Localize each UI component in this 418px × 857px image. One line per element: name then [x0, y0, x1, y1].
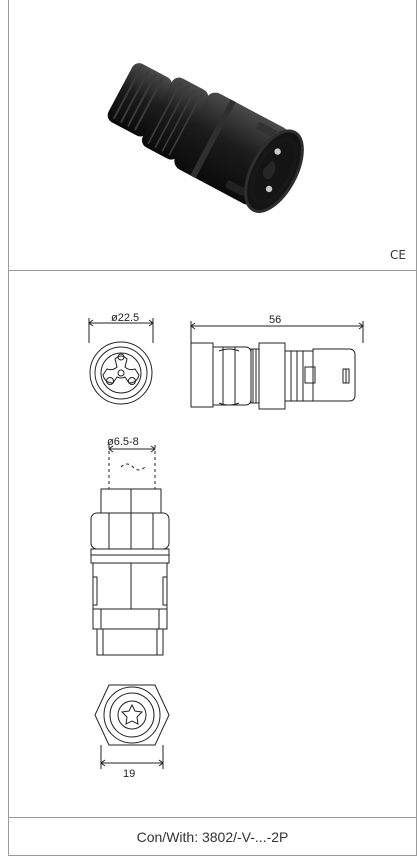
front-view: [88, 318, 154, 405]
dimension-front-diameter: ø22.5: [111, 312, 139, 324]
rear-view: [94, 684, 170, 769]
dimension-hex-width: 19: [123, 768, 135, 780]
technical-drawing: ø22.5 56 ø6.5-8 19: [88, 312, 364, 780]
side-view: [190, 321, 364, 410]
top-view: [90, 445, 170, 656]
datasheet-frame: CE: [8, 0, 417, 856]
technical-drawing-panel: ø22.5 56 ø6.5-8 19: [9, 271, 416, 817]
product-photo-panel: CE: [9, 0, 416, 270]
footer: Con/With: 3802/-V-...-2P: [9, 818, 416, 856]
footer-divider: [9, 817, 416, 818]
dimension-side-length: 56: [269, 314, 281, 326]
connector-photo: [107, 63, 304, 213]
dimension-cable-range: ø6.5-8: [107, 436, 139, 448]
panel-divider: [9, 270, 416, 271]
compatible-with-text: Con/With: 3802/-V-...-2P: [136, 829, 289, 845]
ce-mark: CE: [390, 248, 406, 262]
